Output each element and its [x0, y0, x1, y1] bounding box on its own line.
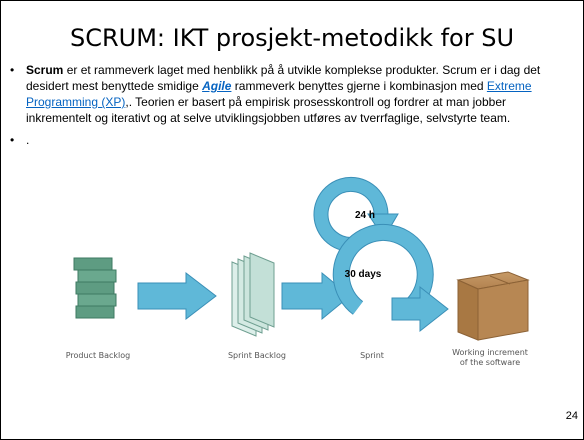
sprint-label: Sprint: [360, 351, 384, 360]
bullet-item-empty: • .: [10, 132, 570, 148]
sprint-backlog-label: Sprint Backlog: [228, 351, 286, 360]
scrum-term: Scrum: [26, 63, 64, 77]
bullet-text-part-c: ,. Teorien er basert på empirisk prosess…: [26, 95, 511, 125]
arrow-icon: [137, 271, 217, 321]
bullet-text: .: [26, 133, 30, 147]
bullet-text: Scrum er et rammeverk laget med henblikk…: [26, 62, 570, 126]
bullet-item-scrum: • Scrum er et rammeverk laget med henbli…: [10, 62, 570, 126]
bullet-text-part-b: rammeverk benyttes gjerne i kombinasjon …: [231, 79, 487, 93]
bullet-text-part-a: er et rammeverk laget med henblikk på å …: [26, 63, 541, 93]
increment-box-icon: [456, 271, 530, 341]
product-backlog-label: Product Backlog: [66, 351, 131, 360]
arrow-icon: [281, 271, 351, 321]
increment-label-line1: Working increment: [452, 348, 528, 357]
slide-title: SCRUM: IKT prosjekt-metodikk for SU: [69, 24, 515, 52]
xp-link[interactable]: Extreme Programming (XP): [26, 79, 532, 109]
bullet-list: • Scrum er et rammeverk laget med henbli…: [10, 62, 570, 148]
sprint-loop-icon: [332, 223, 434, 320]
bullet-icon: •: [10, 63, 15, 77]
agile-link[interactable]: Agile: [202, 79, 232, 93]
increment-label-line2: of the software: [460, 358, 520, 367]
product-backlog-icon: [73, 257, 117, 319]
arrow-icon: [391, 285, 449, 333]
sprint-backlog-icon: [231, 252, 275, 337]
loop-24h-label: 24 h: [355, 210, 375, 221]
loop-30days-label: 30 days: [345, 269, 382, 280]
bullet-icon: •: [10, 133, 15, 147]
page-number: 24: [565, 410, 578, 422]
